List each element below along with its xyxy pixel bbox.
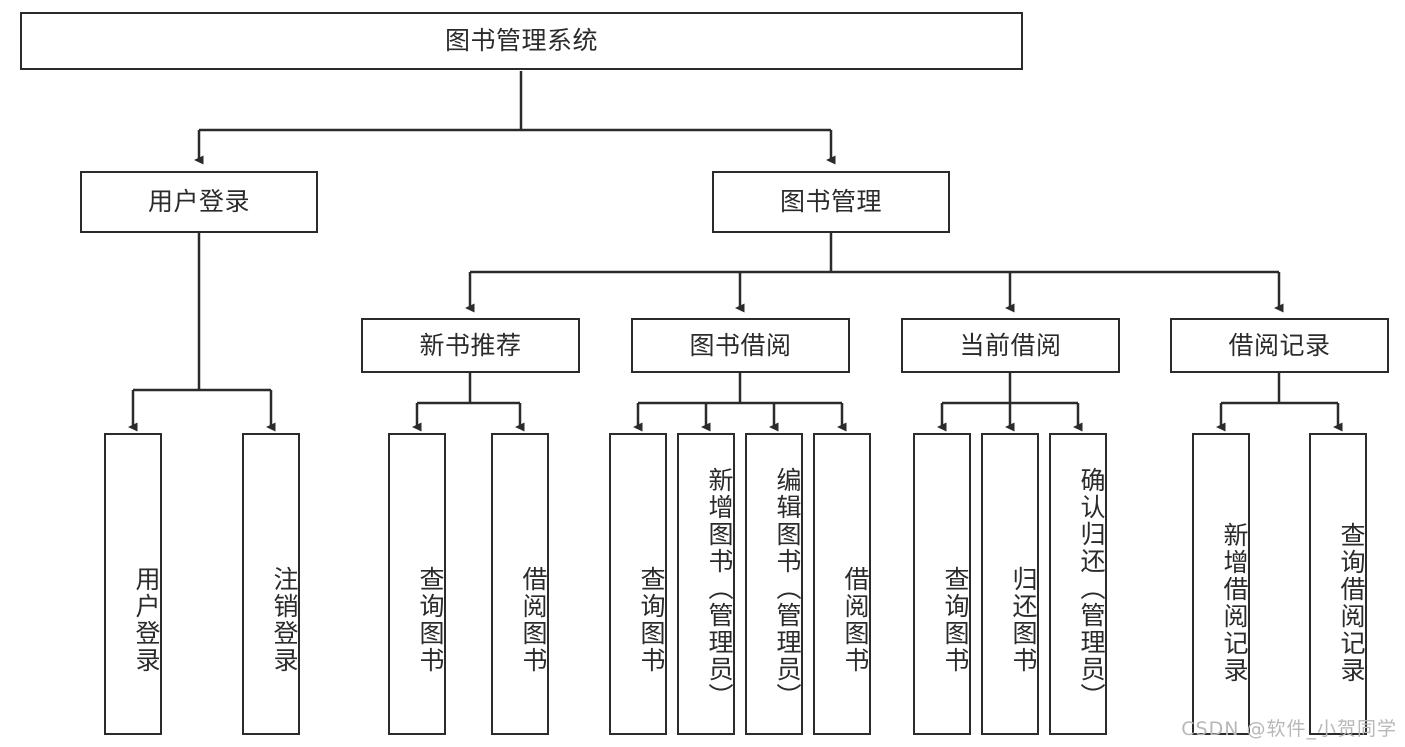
node-label: 查询借阅记录 — [1337, 522, 1366, 684]
node-label: 编辑图书（管理员） — [773, 466, 802, 710]
node-label: 归还图书 — [1009, 566, 1038, 674]
node-label: 图书借阅 — [689, 330, 792, 360]
node-leaf-user-logout[interactable]: 注销登录 — [242, 433, 300, 735]
node-leaf-borrow-book-2[interactable]: 借阅图书 — [813, 433, 871, 735]
node-label: 当前借阅 — [959, 330, 1062, 360]
node-label: 新增借阅记录 — [1220, 522, 1249, 684]
node-label: 借阅图书 — [841, 566, 870, 674]
node-leaf-add-record[interactable]: 新增借阅记录 — [1192, 433, 1250, 735]
node-new-book-rec[interactable]: 新书推荐 — [361, 318, 580, 373]
node-label: 借阅记录 — [1228, 330, 1331, 360]
node-user-login[interactable]: 用户登录 — [80, 171, 318, 233]
node-label: 图书管理系统 — [444, 26, 598, 56]
node-leaf-query-book-2[interactable]: 查询图书 — [609, 433, 667, 735]
node-leaf-edit-book[interactable]: 编辑图书（管理员） — [745, 433, 803, 735]
node-label: 图书管理 — [779, 187, 882, 217]
node-leaf-borrow-book-1[interactable]: 借阅图书 — [491, 433, 549, 735]
node-label: 用户登录 — [132, 566, 161, 674]
node-root-system[interactable]: 图书管理系统 — [20, 12, 1023, 70]
node-borrow-record[interactable]: 借阅记录 — [1170, 318, 1389, 373]
node-label: 用户登录 — [147, 187, 250, 217]
node-book-borrow[interactable]: 图书借阅 — [631, 318, 850, 373]
node-label: 查询图书 — [416, 566, 445, 674]
node-leaf-query-book-1[interactable]: 查询图书 — [388, 433, 446, 735]
node-book-manage[interactable]: 图书管理 — [712, 171, 950, 233]
node-label: 新书推荐 — [419, 330, 522, 360]
node-leaf-query-book-3[interactable]: 查询图书 — [913, 433, 971, 735]
node-leaf-confirm-return[interactable]: 确认归还（管理员） — [1049, 433, 1107, 735]
node-leaf-add-book[interactable]: 新增图书（管理员） — [677, 433, 735, 735]
node-label: 查询图书 — [941, 566, 970, 674]
node-leaf-query-record[interactable]: 查询借阅记录 — [1309, 433, 1367, 735]
node-label: 确认归还（管理员） — [1077, 466, 1106, 710]
node-label: 借阅图书 — [519, 566, 548, 674]
node-leaf-return-book[interactable]: 归还图书 — [981, 433, 1039, 735]
node-label: 新增图书（管理员） — [705, 466, 734, 710]
node-current-borrow[interactable]: 当前借阅 — [901, 318, 1120, 373]
node-leaf-user-login[interactable]: 用户登录 — [104, 433, 162, 735]
node-label: 注销登录 — [270, 566, 299, 674]
csdn-watermark: CSDN @软件_小贺同学 — [1181, 718, 1397, 740]
node-label: 查询图书 — [637, 566, 666, 674]
